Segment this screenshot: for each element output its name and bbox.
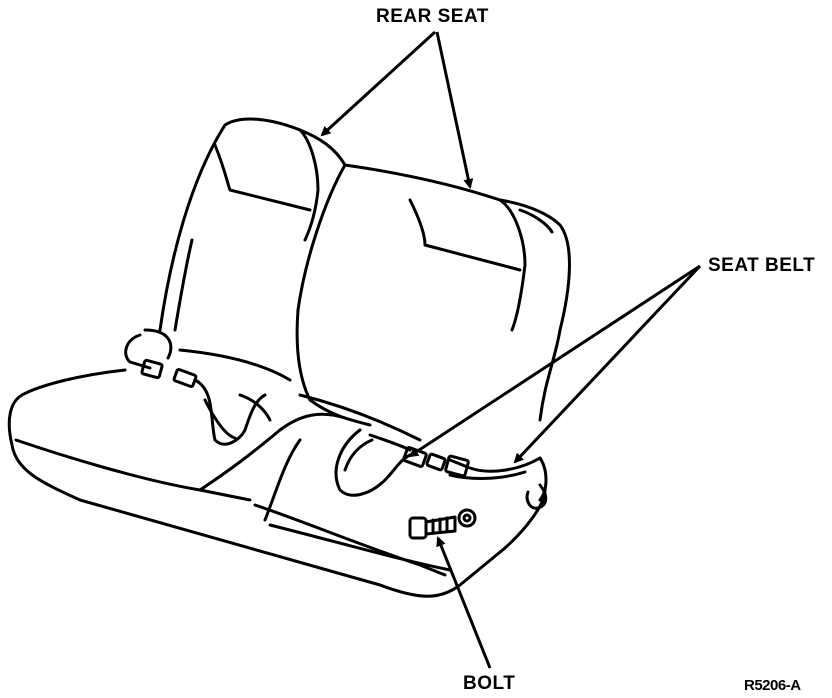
arrow-bolt [436,536,492,669]
label-seat-belt: SEAT BELT [708,255,816,276]
label-bolt: BOLT [463,673,516,694]
bolt-hardware [408,508,477,540]
label-rear-seat: REAR SEAT [376,6,489,27]
seat-belt-right [334,428,548,510]
seat-back-left [158,117,347,382]
leader-arrows [320,30,702,669]
seat-cushion [7,368,547,598]
figure-code: R5206-A [744,677,801,694]
seat-back-right [295,163,571,442]
arrow-rear-seat-left [320,30,437,137]
arrow-seat-belt-left [408,264,701,458]
arrow-seat-belt-right [513,264,702,464]
seat-belt-left [124,328,272,446]
arrow-rear-seat-right [435,31,474,189]
